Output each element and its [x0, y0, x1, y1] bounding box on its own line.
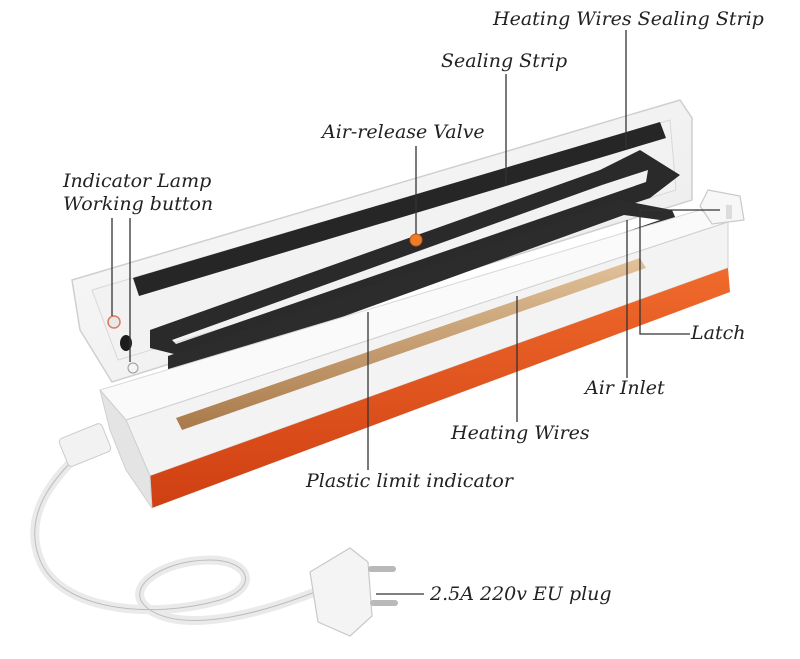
label-sealing-strip: Sealing Strip — [441, 50, 568, 72]
leader-lines — [111, 30, 720, 595]
label-heating-wires: Heating Wires — [451, 422, 590, 444]
heating-wire-strip — [176, 258, 646, 430]
label-eu-plug: 2.5A 220v EU plug — [430, 583, 612, 605]
label-working-button: Working button — [63, 193, 214, 215]
plug-pin-top — [368, 566, 396, 572]
label-air-inlet: Air Inlet — [585, 377, 665, 399]
latch-part — [699, 189, 745, 225]
air-release-valve-icon — [409, 233, 423, 247]
label-air-release-valve: Air-release Valve — [322, 121, 485, 143]
label-indicator-lamp: Indicator Lamp — [63, 170, 212, 192]
indicator-lamp-icon — [107, 315, 121, 329]
working-button-icon — [120, 335, 132, 351]
latch-slot — [726, 205, 732, 219]
plug-pin-bottom — [370, 600, 398, 606]
base-end-left — [99, 389, 153, 510]
label-plastic-limit-indicator: Plastic limit indicator — [306, 470, 513, 492]
label-latch: Latch — [691, 322, 746, 344]
label-heating-wires-sealing-strip: Heating Wires Sealing Strip — [493, 8, 764, 30]
eu-plug-body — [309, 547, 373, 637]
lid-gasket-loop — [150, 150, 680, 355]
lamp-led-icon — [127, 362, 139, 374]
leader-latch — [639, 209, 720, 335]
upper-sealing-strip — [133, 122, 666, 296]
base-orange-band — [150, 268, 730, 508]
cable-connector — [58, 423, 112, 467]
